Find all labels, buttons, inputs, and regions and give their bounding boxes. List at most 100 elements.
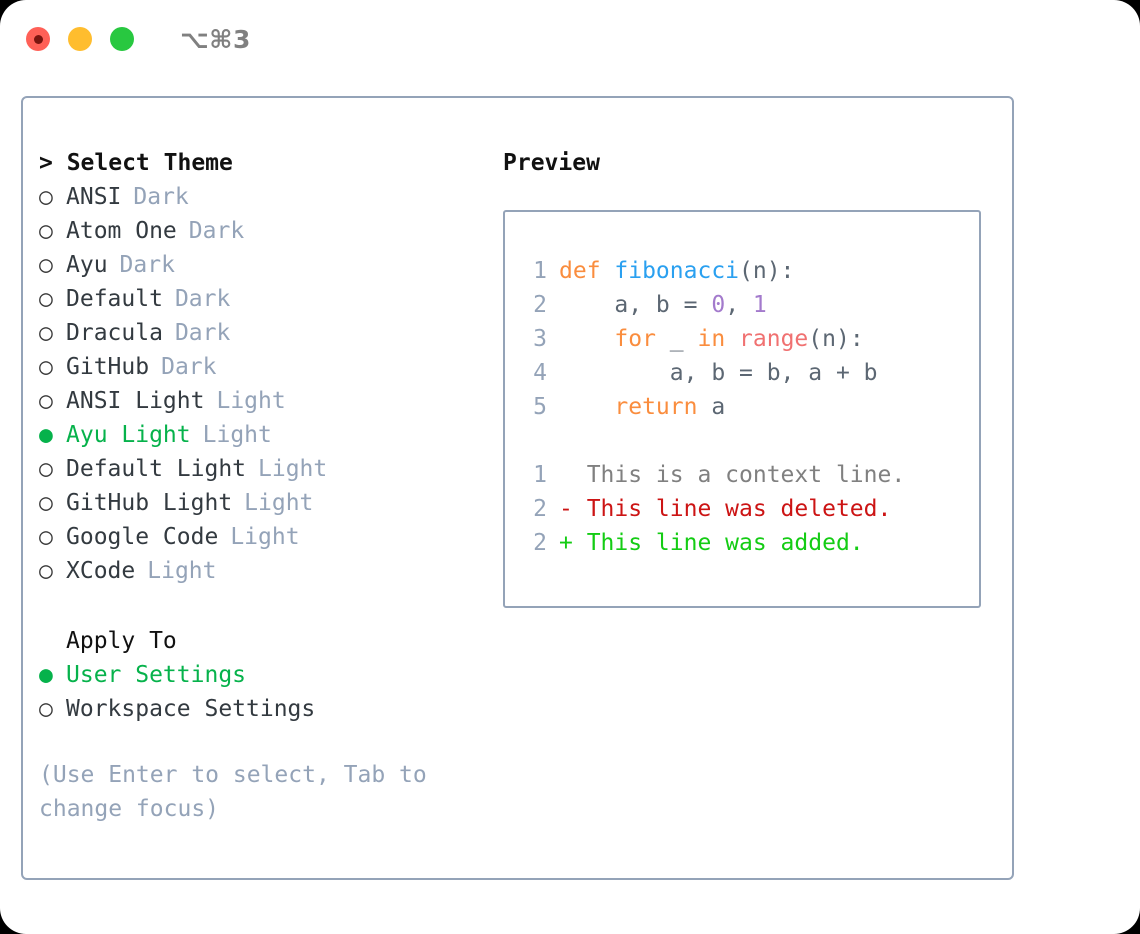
code-diff-spacer (523, 424, 979, 458)
theme-option-ayu[interactable]: ○ Ayu Dark (39, 248, 493, 282)
diff-line-add: 2+ This line was added. (523, 526, 979, 560)
title-bar: ⌥⌘3 (0, 0, 1140, 78)
theme-name: XCode (66, 558, 136, 584)
diff-text: - This line was deleted. (559, 496, 892, 522)
apply-to-list: ● User Settings ○Workspace Settings (39, 658, 493, 726)
token-plain: _ (655, 326, 698, 352)
theme-category-badge: Light (230, 524, 300, 550)
token-plain (559, 394, 614, 420)
radio-unselected-icon: ○ (39, 524, 53, 550)
token-num: 1 (752, 292, 767, 318)
token-num: 0 (711, 292, 726, 318)
theme-option-atom-one[interactable]: ○ Atom One Dark (39, 214, 493, 248)
theme-category-badge: Dark (161, 354, 217, 380)
token-fn: fibonacci (614, 258, 740, 284)
code-line: 5 return a (523, 390, 979, 424)
code-text: a, b = 0, 1 (559, 288, 767, 322)
token-plain (559, 326, 614, 352)
diff-text: This is a context line. (559, 462, 906, 488)
diff-sample: 1 This is a context line. 2 - This line wa… (523, 458, 979, 560)
token-builtin: range (739, 326, 809, 352)
code-line: 3 for _ in range(n): (523, 322, 979, 356)
theme-option-default-light[interactable]: ○ Default Light Light (39, 452, 493, 486)
token-kw: for (614, 326, 656, 352)
radio-unselected-icon: ○ (39, 252, 53, 278)
radio-unselected-icon: ○ (39, 218, 53, 244)
radio-unselected-icon: ○ (39, 558, 53, 584)
theme-name: Default (66, 286, 163, 312)
preview-header: Preview (503, 150, 600, 176)
radio-unselected-icon: ○ (39, 490, 53, 516)
radio-unselected-icon: ○ (39, 696, 53, 722)
theme-name: Ayu (66, 252, 108, 278)
theme-name: ANSI (66, 184, 122, 210)
theme-name: Google Code (66, 524, 219, 550)
theme-category-badge: Light (202, 422, 272, 448)
token-kw: def (559, 258, 615, 284)
token-plain: a, b = (559, 292, 712, 318)
select-theme-header: > Select Theme (39, 150, 233, 176)
token-plain: , (725, 292, 753, 318)
diff-line-context: 1 This is a context line. (523, 458, 979, 492)
radio-unselected-icon: ○ (39, 286, 53, 312)
line-number: 2 (533, 496, 547, 522)
apply-to-option-user-settings[interactable]: ● User Settings (39, 658, 493, 692)
apply-to-header: Apply To (66, 628, 177, 654)
token-plain: a (697, 394, 726, 420)
window-controls (26, 27, 134, 51)
theme-name: GitHub Light (66, 490, 233, 516)
line-number: 3 (533, 326, 547, 352)
keyboard-shortcut-label: ⌥⌘3 (180, 24, 251, 54)
token-plain: a, b = b, a + b (559, 360, 878, 386)
minimize-button[interactable] (68, 27, 92, 51)
close-button[interactable] (26, 27, 50, 51)
theme-option-default[interactable]: ○ Default Dark (39, 282, 493, 316)
code-line: 2 a, b = 0, 1 (523, 288, 979, 322)
theme-option-google-code[interactable]: ○ Google Code Light (39, 520, 493, 554)
radio-unselected-icon: ○ (39, 388, 53, 414)
radio-selected-icon: ● (39, 662, 53, 688)
radio-unselected-icon: ○ (39, 456, 53, 482)
close-icon (33, 34, 43, 44)
theme-category-badge: Light (258, 456, 328, 482)
theme-option-xcode[interactable]: ○ XCode Light (39, 554, 493, 588)
apply-to-label: User Settings (66, 662, 247, 688)
line-number: 1 (533, 462, 547, 488)
line-number: 5 (533, 394, 547, 420)
maximize-button[interactable] (110, 27, 134, 51)
theme-name: Ayu Light (66, 422, 191, 448)
theme-name: Default Light (66, 456, 247, 482)
keyboard-hint-text: (Use Enter to select, Tab to change focu… (39, 762, 441, 822)
theme-name: GitHub (66, 354, 150, 380)
theme-category-badge: Dark (133, 184, 189, 210)
diff-text: + This line was added. (559, 530, 864, 556)
theme-category-badge: Light (216, 388, 286, 414)
theme-name: Dracula (66, 320, 163, 346)
theme-category-badge: Light (147, 558, 217, 584)
radio-unselected-icon: ○ (39, 320, 53, 346)
theme-name: Atom One (66, 218, 177, 244)
radio-unselected-icon: ○ (39, 354, 53, 380)
theme-category-badge: Dark (174, 286, 231, 312)
code-text: def fibonacci(n): (559, 254, 794, 288)
line-number: 2 (533, 292, 547, 318)
theme-option-ansi[interactable]: ○ ANSI Dark (39, 180, 493, 214)
radio-unselected-icon: ○ (39, 184, 53, 210)
theme-option-github[interactable]: ○ GitHub Dark (39, 350, 493, 384)
code-text: a, b = b, a + b (559, 356, 878, 390)
theme-category-badge: Dark (188, 218, 245, 244)
apply-to-option-workspace-settings[interactable]: ○Workspace Settings (39, 692, 493, 726)
theme-category-badge: Dark (119, 252, 175, 278)
